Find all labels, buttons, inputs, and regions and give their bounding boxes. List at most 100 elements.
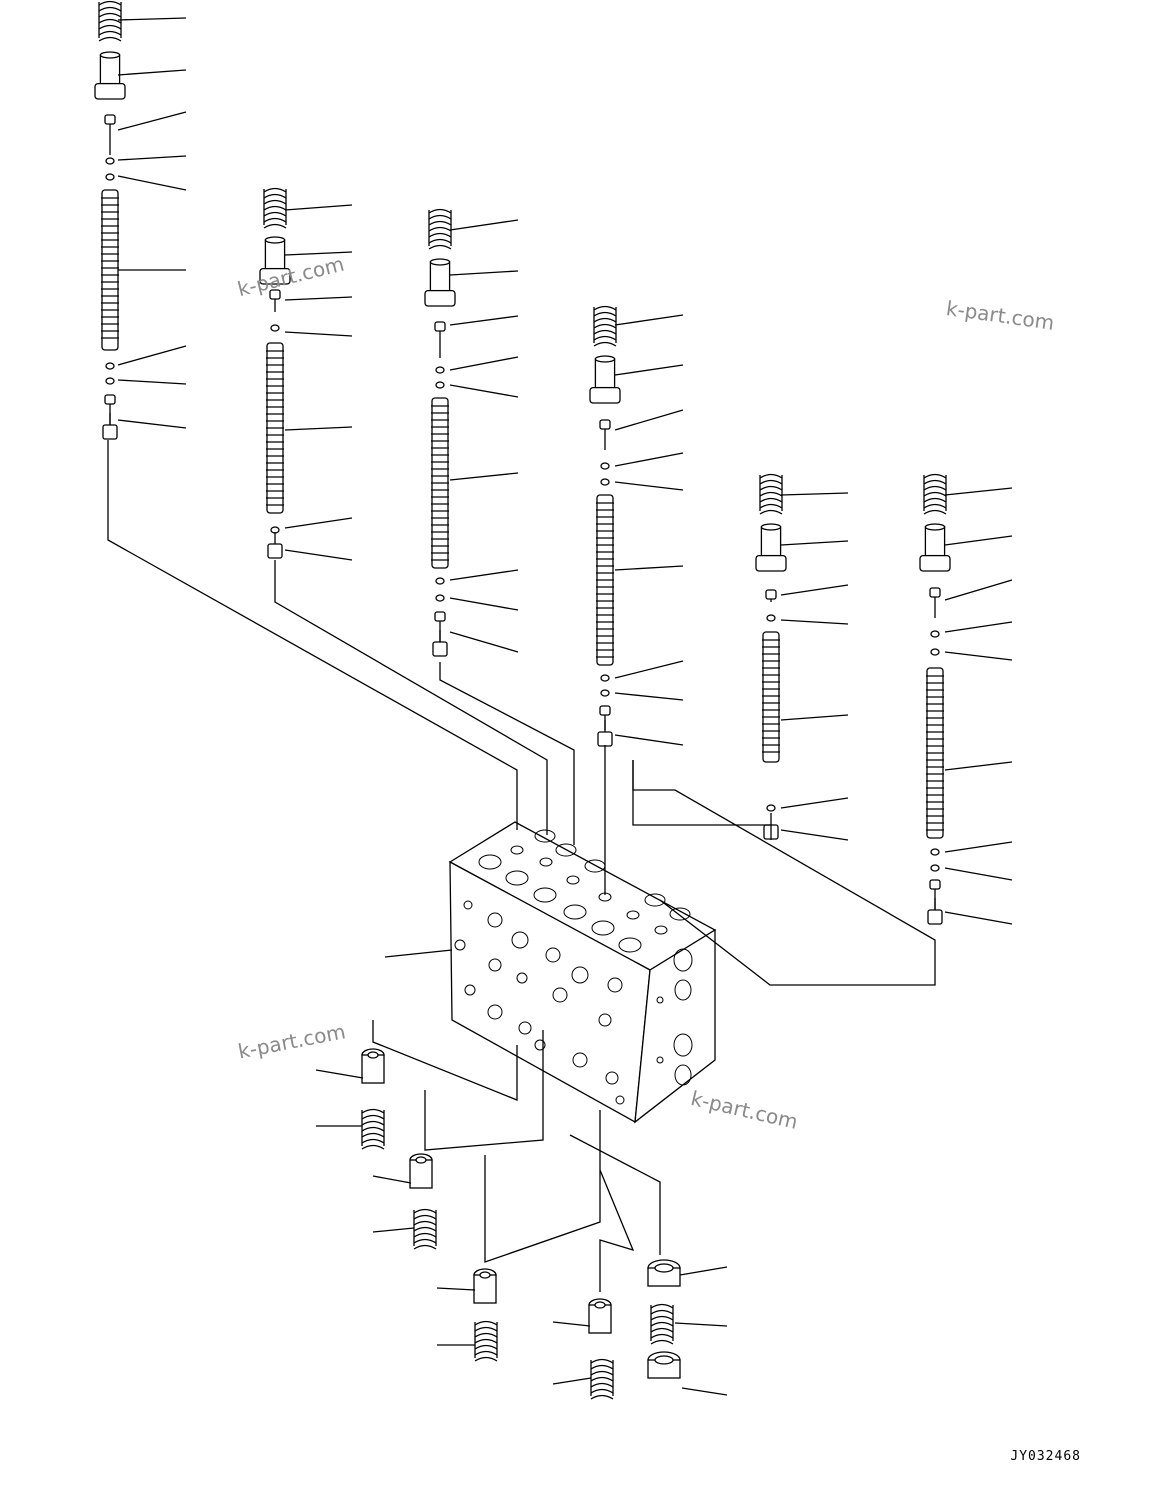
leader-line: [780, 797, 849, 809]
leader-line: [284, 331, 353, 337]
route-line: [274, 560, 548, 835]
plug-part: [432, 630, 448, 657]
leader-line: [449, 315, 519, 326]
leader-line: [679, 1266, 728, 1276]
o-ring-part: [766, 614, 776, 622]
o-ring-part: [435, 366, 445, 374]
o-ring-part: [930, 630, 940, 638]
leader-line: [449, 384, 519, 398]
spring-retainer-part: [259, 236, 291, 285]
o-ring-part: [270, 324, 280, 332]
leader-line: [449, 569, 519, 581]
leader-line: [944, 841, 1013, 853]
leader-line: [284, 296, 353, 301]
spring-retainer-part: [919, 523, 951, 572]
leader-lines: [117, 17, 1013, 1396]
leader-line: [284, 426, 353, 431]
leader-line: [117, 419, 187, 429]
leader-line: [780, 492, 849, 496]
o-ring-part: [105, 157, 115, 165]
leader-line: [117, 69, 187, 76]
plug-part: [267, 532, 283, 559]
spring-retainer-part: [588, 1298, 612, 1334]
leader-line: [614, 734, 684, 746]
drawing-code: JY032468: [1010, 1449, 1081, 1464]
leader-line: [117, 175, 187, 191]
spring-retainer-part: [755, 523, 787, 572]
spool-part: [926, 667, 944, 839]
spool-part: [596, 494, 614, 666]
leader-line: [117, 155, 187, 161]
leader-line: [614, 314, 684, 326]
spool-part: [762, 631, 780, 763]
leader-line: [614, 364, 684, 376]
leader-line: [284, 204, 353, 211]
o-ring-part: [600, 462, 610, 470]
plug-part: [102, 413, 118, 440]
spool-part: [101, 189, 119, 351]
leader-line: [944, 761, 1013, 771]
spring-part: [923, 473, 947, 515]
stopper-pin-part: [929, 587, 941, 618]
o-ring-part: [105, 173, 115, 181]
sleeve-part: [647, 1259, 681, 1287]
leader-line: [944, 621, 1013, 633]
o-ring-part: [435, 381, 445, 389]
route-line: [424, 1030, 544, 1151]
o-ring-part: [600, 478, 610, 486]
leader-line: [614, 692, 684, 701]
route-line: [484, 1110, 601, 1263]
leader-line: [449, 597, 519, 611]
leader-line: [117, 111, 187, 131]
spring-part: [98, 0, 122, 42]
spring-part: [413, 1208, 437, 1250]
spool-part: [431, 397, 449, 569]
spring-part: [759, 473, 783, 515]
o-ring-part: [600, 674, 610, 682]
leader-line: [552, 1321, 591, 1327]
spool-part: [266, 342, 284, 514]
o-ring-part: [600, 689, 610, 697]
leader-line: [944, 535, 1013, 546]
leader-line: [449, 356, 519, 371]
route-line: [599, 1169, 635, 1292]
assembly-route-lines: [107, 440, 936, 1292]
leader-line: [315, 1069, 364, 1079]
stopper-pin-part: [599, 419, 611, 450]
route-line: [569, 1134, 661, 1255]
stopper-pin-part: [434, 321, 446, 358]
o-ring-part: [930, 648, 940, 656]
parts-layer: [94, 0, 951, 1400]
leader-line: [284, 549, 353, 561]
leader-line: [780, 584, 849, 596]
leader-line: [780, 714, 849, 721]
spring-retainer-part: [94, 51, 126, 100]
leader-line: [117, 17, 187, 21]
leader-line: [552, 1377, 592, 1385]
leader-line: [944, 579, 1013, 601]
plug-part: [927, 898, 943, 925]
leader-line: [449, 270, 519, 276]
o-ring-part: [105, 362, 115, 370]
valve-body: [448, 821, 717, 1124]
leader-line: [780, 619, 849, 625]
leader-line: [372, 1175, 412, 1184]
spring-retainer-part: [473, 1268, 497, 1304]
leader-line: [449, 219, 519, 231]
spring-retainer-part: [424, 258, 456, 307]
spring-part: [428, 208, 452, 250]
spring-retainer-part: [361, 1048, 385, 1084]
leader-line: [117, 379, 187, 385]
spring-retainer-part: [589, 355, 621, 404]
leader-line: [780, 540, 849, 546]
leader-line: [614, 481, 684, 491]
route-line: [372, 1020, 518, 1101]
leader-line: [780, 829, 849, 841]
spring-part: [474, 1320, 498, 1362]
route-line: [107, 440, 518, 830]
leader-line: [614, 660, 684, 679]
stopper-pin-part: [104, 114, 116, 155]
leader-line: [449, 472, 519, 481]
o-ring-part: [105, 377, 115, 385]
leader-line: [681, 1387, 728, 1396]
